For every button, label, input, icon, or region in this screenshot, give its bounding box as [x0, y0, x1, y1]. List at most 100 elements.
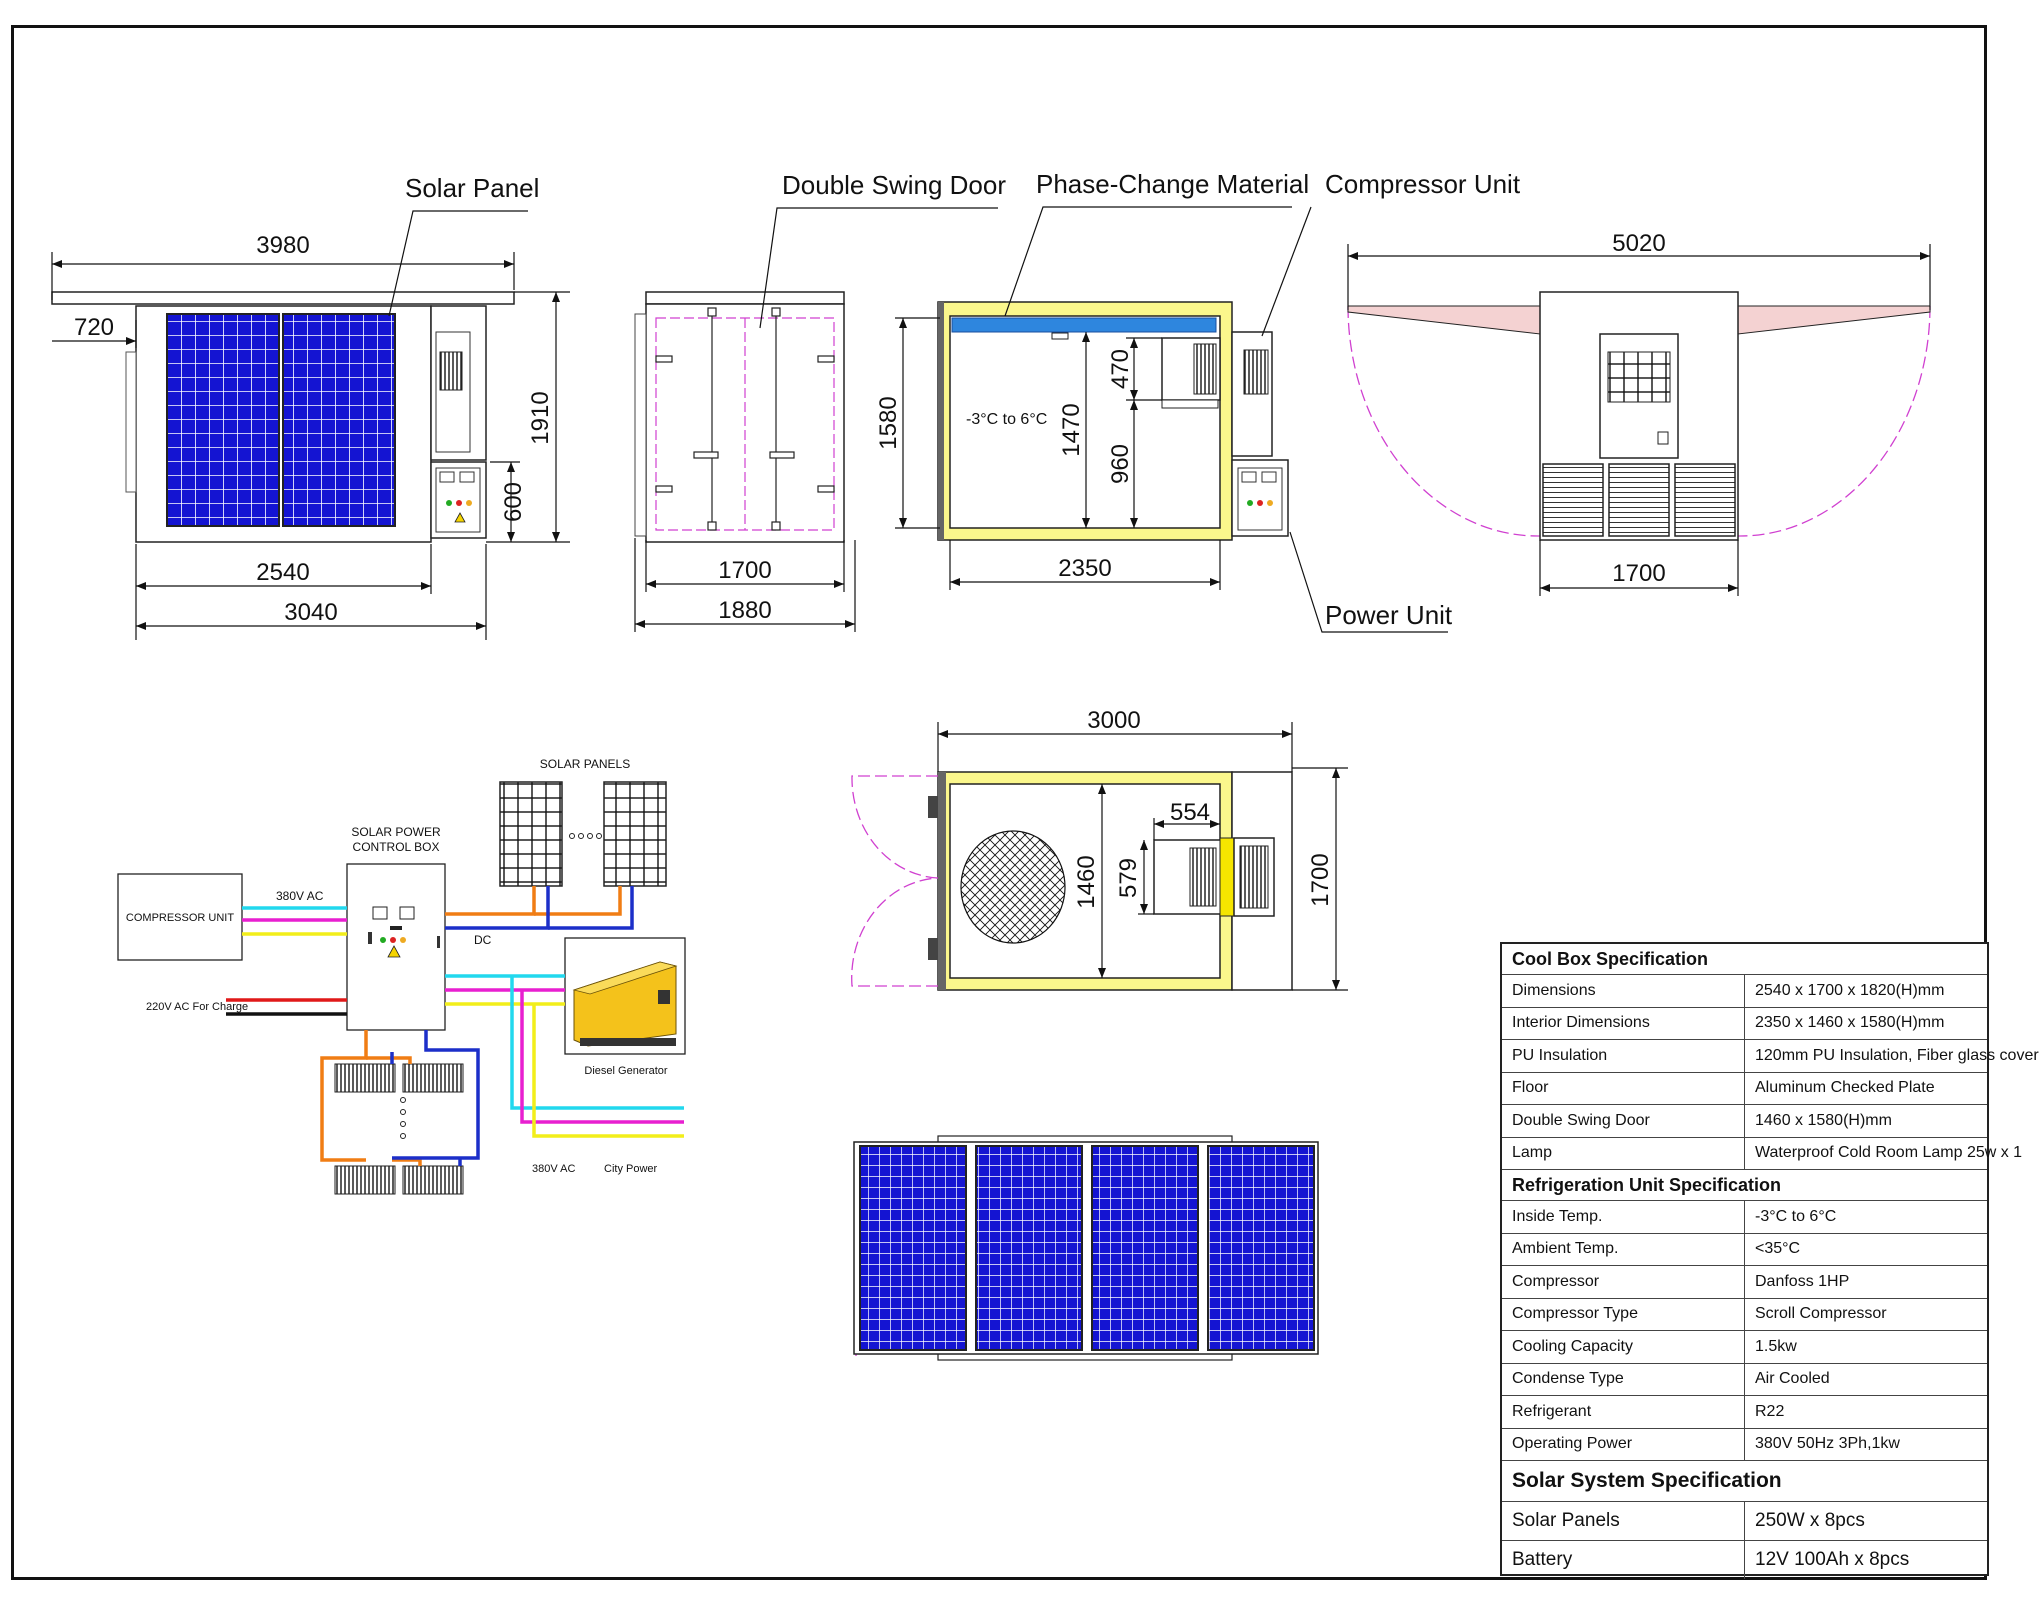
- wiring-380v-ac-top: 380V AC: [276, 889, 324, 903]
- front-view: [51, 291, 515, 543]
- spec-cool-box-title: Cool Box Specification: [1512, 948, 1709, 969]
- wiring-control-box-line1: SOLAR POWER: [351, 825, 441, 839]
- spec-value: 12V 100Ah x 8pcs: [1744, 1540, 1987, 1579]
- wiring-solar-panels: SOLAR PANELS: [540, 757, 630, 771]
- dim-section-lower: 960: [1107, 444, 1134, 484]
- dim-rear-box-width: 1700: [1612, 560, 1665, 587]
- spec-value: R22: [1744, 1395, 1987, 1428]
- plan-dimensions: [937, 722, 1348, 991]
- door-dimensions: [634, 207, 998, 632]
- spec-value: 2540 x 1700 x 1820(H)mm: [1744, 974, 1987, 1007]
- spec-value: Danfoss 1HP: [1744, 1265, 1987, 1298]
- spec-value: 1460 x 1580(H)mm: [1744, 1104, 1987, 1137]
- label-compressor-unit: Compressor Unit: [1325, 169, 1521, 199]
- spec-row: Inside Temp.-3°C to 6°C: [1502, 1200, 1987, 1233]
- label-double-swing-door: Double Swing Door: [782, 170, 1006, 200]
- dim-plan-inner-width: 1460: [1073, 855, 1100, 908]
- wiring-city-power: City Power: [604, 1163, 658, 1175]
- plan-view: [851, 771, 1293, 991]
- spec-value: <35°C: [1744, 1232, 1987, 1266]
- spec-value: Aluminum Checked Plate: [1744, 1071, 1987, 1105]
- spec-key: Condense Type: [1502, 1362, 1745, 1396]
- wiring-compressor-unit: COMPRESSOR UNIT: [126, 912, 234, 924]
- dim-section-width: 2350: [1058, 555, 1111, 582]
- label-power-unit: Power Unit: [1325, 600, 1453, 630]
- wiring-control-box-line2: CONTROL BOX: [353, 840, 440, 854]
- wiring-220v-ac: 220V AC For Charge: [146, 1001, 248, 1013]
- spec-key: Operating Power: [1502, 1427, 1745, 1461]
- dim-front-overhang: 720: [74, 314, 114, 341]
- dim-front-total-width: 3980: [256, 232, 309, 259]
- spec-key: Compressor Type: [1502, 1297, 1745, 1331]
- spec-refrigeration-title: Refrigeration Unit Specification: [1502, 1169, 1987, 1201]
- spec-key: Dimensions: [1502, 974, 1745, 1007]
- spec-key: Floor: [1502, 1071, 1745, 1105]
- spec-value: 120mm PU Insulation, Fiber glass cover: [1744, 1039, 2039, 1072]
- dim-front-height: 1910: [527, 391, 554, 444]
- wiring-diagram: [117, 781, 686, 1195]
- dim-front-overall-width: 3040: [284, 599, 337, 626]
- spec-key: Compressor: [1502, 1265, 1745, 1298]
- spec-value: Scroll Compressor: [1744, 1297, 1987, 1331]
- dim-section-upper: 470: [1107, 349, 1134, 389]
- front-dimensions: [51, 210, 570, 640]
- spec-row: Ambient Temp.<35°C: [1502, 1232, 1987, 1266]
- section-dimensions: [895, 206, 1448, 633]
- wiring-380v-ac-bottom: 380V AC: [532, 1163, 575, 1175]
- dim-plan-length: 3000: [1087, 707, 1140, 734]
- dim-rear-total-width: 5020: [1612, 230, 1665, 257]
- label-solar-panel: Solar Panel: [405, 173, 539, 203]
- spec-solar-title: Solar System Specification: [1502, 1460, 1987, 1502]
- spec-key: Refrigerant: [1502, 1395, 1745, 1428]
- spec-key: Inside Temp.: [1502, 1200, 1745, 1233]
- dim-section-inner-height: 1470: [1058, 403, 1085, 456]
- spec-value: -3°C to 6°C: [1744, 1200, 1987, 1233]
- spec-value: 250W x 8pcs: [1744, 1501, 1987, 1541]
- spec-value: Air Cooled: [1744, 1362, 1987, 1396]
- dim-side-outer-width: 1880: [718, 597, 771, 624]
- spec-value: Waterproof Cold Room Lamp 25w x 1: [1744, 1136, 2022, 1170]
- spec-value: 1.5kw: [1744, 1330, 1987, 1363]
- spec-value: 2350 x 1460 x 1580(H)mm: [1744, 1006, 1987, 1040]
- spec-value: 380V 50Hz 3Ph,1kw: [1744, 1427, 1987, 1461]
- spec-key: Cooling Capacity: [1502, 1330, 1745, 1363]
- wiring-diesel-generator: Diesel Generator: [584, 1065, 667, 1077]
- spec-key: Interior Dimensions: [1502, 1006, 1745, 1040]
- spec-key: Battery: [1502, 1540, 1745, 1579]
- label-phase-change-material: Phase-Change Material: [1036, 169, 1309, 199]
- spec-key: Ambient Temp.: [1502, 1232, 1745, 1266]
- dim-plan-outer-width: 1700: [1307, 853, 1334, 906]
- dim-front-power-height: 600: [500, 482, 527, 522]
- dim-side-inner-width: 1700: [718, 557, 771, 584]
- roof-solar-view: [853, 1135, 1319, 1361]
- dim-front-box-width: 2540: [256, 559, 309, 586]
- rear-dimensions: [1347, 244, 1931, 596]
- label-inside-temp: -3°C to 6°C: [966, 411, 1047, 428]
- rear-view: [1347, 291, 1931, 541]
- spec-key: Solar Panels: [1502, 1501, 1745, 1541]
- dim-plan-unit-depth: 579: [1115, 858, 1142, 898]
- dim-plan-unit-width: 554: [1170, 799, 1210, 826]
- drawing-frame: [11, 25, 1987, 1580]
- spec-key: PU Insulation: [1502, 1039, 1745, 1072]
- dim-section-height: 1580: [875, 396, 902, 449]
- wiring-dc: DC: [474, 933, 492, 947]
- door-view: [634, 291, 845, 543]
- spec-key: Lamp: [1502, 1136, 1745, 1170]
